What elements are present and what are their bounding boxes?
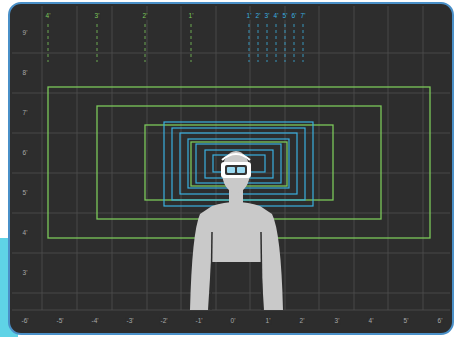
- height-tick: 5': [22, 190, 29, 197]
- width-tick: -2': [159, 318, 168, 325]
- width-tick: 4': [368, 318, 375, 325]
- width-tick: 6': [437, 318, 444, 325]
- blue-distance: 6': [291, 13, 298, 20]
- width-tick: -5': [55, 318, 64, 325]
- width-tick: 5': [403, 318, 410, 325]
- grid: [12, 6, 450, 310]
- blue-distance: 4': [273, 13, 280, 20]
- width-tick: -1': [194, 318, 203, 325]
- width-tick: 3': [334, 318, 341, 325]
- height-tick: 6': [22, 150, 29, 157]
- height-tick: 9': [22, 30, 29, 37]
- green-distance: 3': [94, 13, 101, 20]
- green-distance: 4': [45, 13, 52, 20]
- person-figure: [190, 151, 283, 310]
- width-tick: 0': [230, 318, 237, 325]
- height-tick: 8': [22, 70, 29, 77]
- width-tick: 1': [265, 318, 272, 325]
- height-tick: 4': [22, 230, 29, 237]
- blue-distance: 2': [255, 13, 262, 20]
- blue-distance: 5': [282, 13, 289, 20]
- width-tick: -4': [90, 318, 99, 325]
- blue-distance: 7': [300, 13, 307, 20]
- width-tick: -3': [125, 318, 134, 325]
- green-distance: 2': [142, 13, 149, 20]
- height-tick: 7': [22, 110, 29, 117]
- blue-distance: 1': [246, 13, 253, 20]
- panel: [9, 3, 453, 334]
- blue-distance: 3': [264, 13, 271, 20]
- green-distance: 1': [188, 13, 195, 20]
- height-tick: 3': [22, 270, 29, 277]
- blue-frames: [164, 122, 313, 206]
- width-tick: 2': [299, 318, 306, 325]
- distance-leaders: [48, 24, 303, 62]
- width-tick: -6': [20, 318, 29, 325]
